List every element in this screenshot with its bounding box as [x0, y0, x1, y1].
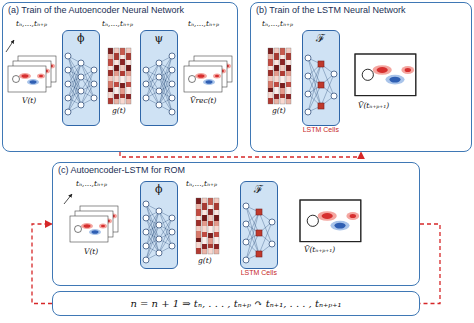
illustration-part [141, 182, 178, 269]
illustration-part [63, 31, 100, 126]
network-box: ψ [140, 30, 178, 126]
dashed-arrow [120, 152, 361, 157]
math-label: g(t) [272, 107, 286, 115]
math-label: Ṽ(tₙ₊ₚ₊₁) [358, 102, 389, 110]
network-symbol: ϕ [141, 183, 177, 196]
network-symbol: ϕ [63, 32, 99, 45]
time-arrow [6, 40, 14, 52]
math-label: V(t) [84, 248, 98, 256]
math-label: tₙ,...,tₙ₊ₚ [16, 20, 47, 28]
network-box-fill [63, 31, 340, 269]
encoder-net [65, 53, 97, 115]
time-arrow [64, 194, 72, 204]
illustration-part [300, 200, 361, 242]
predicted-field [355, 54, 416, 96]
latent-vectors [196, 198, 219, 254]
network-symbol: ψ [141, 32, 177, 45]
flow-snapshots [70, 206, 118, 242]
lstm-net [243, 203, 275, 263]
network-box: ϕ [140, 181, 178, 269]
math-label: tₙ,...,tₙ₊ₚ [262, 20, 293, 28]
illustration-part [355, 54, 416, 96]
latent-vectors [108, 48, 131, 104]
predicted-field [300, 200, 361, 242]
math-label: tₙ,...,tₙ₊ₚ [186, 180, 217, 188]
illustration-part [241, 182, 278, 269]
loop-box: n = n + 1 ⇒ tₙ, . . . , tₙ₊ₚ ↷ tₙ₊₁, . .… [52, 291, 420, 316]
decoder-net [143, 53, 175, 115]
network-symbol: ℱ [303, 32, 339, 45]
layer-caption: LSTM Cells [303, 126, 339, 134]
math-label: g(t) [112, 107, 126, 115]
math-label: V(t) [22, 97, 36, 105]
illustration-part [303, 31, 340, 126]
dashed-arrow [420, 224, 440, 304]
latent-vectors [268, 48, 291, 104]
illustration-part [300, 200, 361, 242]
network-box: ℱLSTM Cells [302, 30, 340, 126]
panel-title: (a) Train of the Autoencoder Neural Netw… [8, 5, 184, 15]
layer-caption: LSTM Cells [241, 269, 277, 277]
flow-snapshots [8, 56, 56, 92]
update-rule: n = n + 1 ⇒ tₙ, . . . , tₙ₊ₚ ↷ tₙ₊₁, . .… [130, 298, 341, 309]
dashed-arrow [32, 224, 52, 304]
flow-snapshots [184, 56, 232, 92]
network-box: ℱLSTM Cells [240, 181, 278, 269]
panel: ϕℱLSTM Cells(c) Autoencoder-LSTM for ROM [52, 162, 420, 286]
math-label: tₙ,...,tₙ₊ₚ [102, 20, 133, 28]
math-label: tₙ,...,tₙ₊ₚ [76, 180, 107, 188]
math-label: Ṽ(tₙ₊ₚ₊₁) [304, 246, 335, 254]
encoder-net [143, 201, 175, 263]
network-box: ϕ [62, 30, 100, 126]
illustration-part [355, 54, 416, 96]
network-symbol: ℱ [241, 183, 277, 196]
lstm-net [305, 55, 337, 115]
math-label: Ṽrec(t) [190, 97, 217, 105]
illustration-part [141, 31, 178, 126]
math-label: g(t) [198, 257, 212, 265]
panel-title: (c) Autoencoder-LSTM for ROM [58, 165, 185, 175]
panel-title: (b) Train of the LSTM Neural Network [256, 5, 406, 15]
math-label: tₙ,...,tₙ₊ₚ [188, 20, 219, 28]
